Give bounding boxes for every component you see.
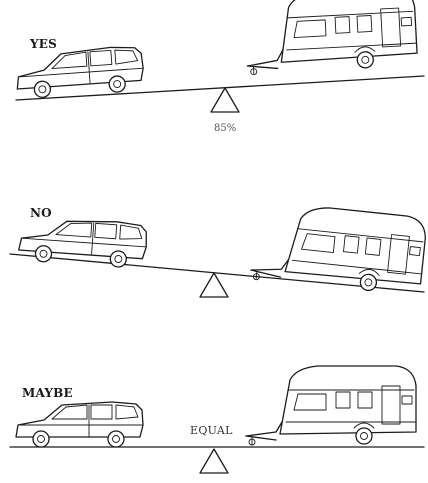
equal-note: EQUAL: [190, 424, 233, 437]
seesaw-scene-no: [10, 200, 427, 297]
panel-label-no: NO: [30, 206, 52, 220]
fulcrum-triangle: [200, 449, 228, 473]
caravan-icon: [244, 0, 418, 75]
caravan-icon: [250, 200, 427, 296]
panel-label-maybe: MAYBE: [22, 386, 73, 400]
caravan-icon: [246, 366, 416, 445]
car-icon: [15, 45, 145, 99]
panel-label-yes: YES: [30, 37, 57, 51]
seesaw-scene-yes: [15, 0, 424, 112]
car-icon: [16, 402, 143, 447]
seesaw-scene-maybe: [10, 366, 424, 473]
percent-note: 85%: [214, 123, 236, 134]
fulcrum-triangle: [211, 88, 239, 112]
fulcrum-triangle: [200, 273, 228, 297]
